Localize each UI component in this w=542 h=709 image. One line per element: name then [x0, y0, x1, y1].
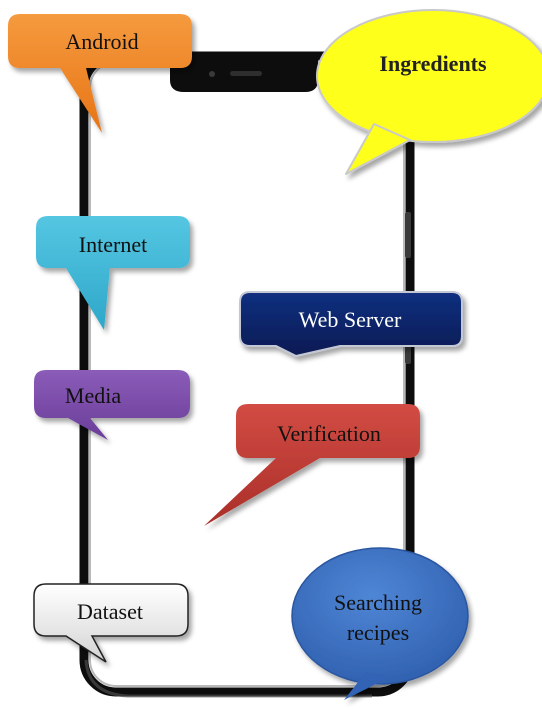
callout-media: [34, 370, 190, 440]
callout-internet-label: Internet: [79, 232, 147, 257]
callout-web-server: [239, 291, 463, 358]
callout-searching-recipes: [291, 547, 469, 700]
callout-dataset-label: Dataset: [77, 599, 143, 624]
phone-side-button: [405, 212, 411, 258]
phone-notch: [170, 58, 318, 92]
callout-android: [8, 14, 192, 133]
callout-searching-recipes-line1: Searching: [334, 590, 422, 615]
callout-verification-label: Verification: [277, 421, 381, 446]
callout-searching-recipes-line2: recipes: [347, 620, 409, 645]
callout-web-server-label: Web Server: [299, 307, 402, 332]
callout-ingredients-label: Ingredients: [379, 51, 487, 76]
callout-media-label: Media: [65, 383, 121, 408]
callout-ingredients: [316, 9, 542, 175]
callout-verification: [204, 404, 420, 526]
callout-internet: [36, 216, 190, 330]
callout-android-label: Android: [65, 29, 138, 54]
callout-dataset: [33, 583, 189, 663]
